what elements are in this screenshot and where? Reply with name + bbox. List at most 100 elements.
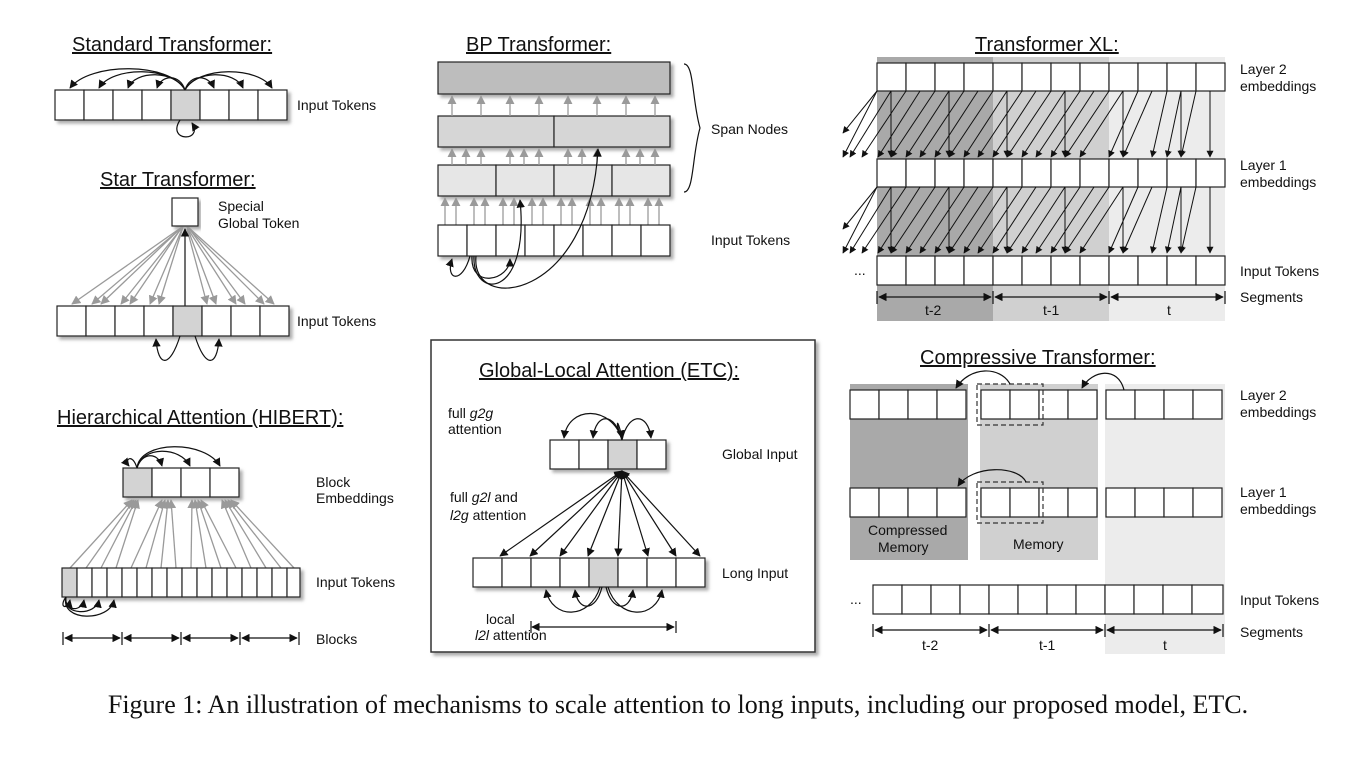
star-global-token <box>171 197 199 227</box>
etc-g2l-and: and <box>490 489 517 505</box>
hibert-block-spans <box>62 632 300 645</box>
panel-standard-transformer: Standard Transformer: Input Tokens <box>54 34 376 138</box>
etc-g2g-full: full <box>448 405 470 421</box>
hibert-blocks-label: Blocks <box>316 631 357 647</box>
panel-bp-transformer: BP Transformer: <box>437 34 790 289</box>
xl-tokens-label: Input Tokens <box>1240 263 1319 279</box>
etc-l2l-label-b: l2l attention <box>475 627 547 643</box>
panel-hibert: Hierarchical Attention (HIBERT): <box>57 407 395 647</box>
hibert-block-label-1: Block <box>316 474 351 490</box>
compressive-layer1-label-1: Layer 1 <box>1240 484 1287 500</box>
hibert-token-row <box>61 567 301 598</box>
xl-layer1-row <box>876 158 1226 188</box>
xl-layer1-attention <box>842 186 1214 254</box>
bp-span-label: Span Nodes <box>711 121 788 137</box>
star-global-label-1: Special <box>218 198 264 214</box>
compressive-layer1-label-2: embeddings <box>1240 501 1316 517</box>
compressive-layer2-label-1: Layer 2 <box>1240 387 1287 403</box>
star-global-arrows <box>71 226 275 306</box>
figure-caption: Figure 1: An illustration of mechanisms … <box>107 690 1249 719</box>
bp-span-level-2 <box>437 115 671 148</box>
etc-long-row <box>472 557 706 588</box>
bp-token-row <box>437 224 671 257</box>
compressive-seg-t1: t-1 <box>1039 637 1056 653</box>
hibert-block-arcs <box>120 446 221 469</box>
xl-layer2-label-2: embeddings <box>1240 78 1316 94</box>
star-title: Star Transformer: <box>100 169 256 191</box>
xl-input-row <box>876 255 1226 286</box>
hibert-tokens-label: Input Tokens <box>316 574 395 590</box>
bp-tokens-label: Input Tokens <box>711 232 790 248</box>
etc-long-label: Long Input <box>722 565 788 581</box>
compressive-segments-label: Segments <box>1240 624 1303 640</box>
etc-global-row <box>549 439 667 470</box>
etc-title: Global-Local Attention (ETC): <box>479 360 739 382</box>
standard-tokens-label: Input Tokens <box>297 97 376 113</box>
etc-g2g-arcs <box>560 413 655 441</box>
bp-attention-arcs <box>445 148 602 289</box>
panel-transformer-xl: Transformer XL: <box>842 34 1319 321</box>
bp-span-brace <box>683 63 701 193</box>
panel-star-transformer: Star Transformer: Special Global Token <box>56 169 376 361</box>
xl-layer2-row <box>876 62 1226 92</box>
hibert-block-label-2: Embeddings <box>316 490 394 506</box>
hibert-title: Hierarchical Attention (HIBERT): <box>57 407 343 429</box>
bp-span-root <box>437 61 671 95</box>
compressive-layer2-row <box>849 389 1223 420</box>
standard-title: Standard Transformer: <box>72 34 272 56</box>
compressive-seg-t2: t-2 <box>922 637 939 653</box>
etc-l2l-arcs <box>543 586 665 613</box>
compressive-layer2-label-2: embeddings <box>1240 404 1316 420</box>
xl-seg-t1: t-1 <box>1043 302 1060 318</box>
etc-g2l-full: full <box>450 489 472 505</box>
etc-l2g-term: l2g <box>450 507 469 523</box>
etc-g2l-label-b: l2g attention <box>450 507 526 523</box>
compressive-layer1-row <box>849 487 1223 518</box>
etc-l2l-attention: attention <box>489 627 547 643</box>
star-local-arc-left <box>152 335 181 361</box>
star-global-label-2: Global Token <box>218 215 299 231</box>
compressive-seg-t: t <box>1163 637 1167 653</box>
xl-segments-label: Segments <box>1240 289 1303 305</box>
bp-title: BP Transformer: <box>466 34 611 56</box>
hibert-up-arrows <box>69 499 295 569</box>
etc-l2l-term: l2l <box>475 627 490 643</box>
xl-seg-t2: t-2 <box>925 302 942 318</box>
compressive-tokens-label: Input Tokens <box>1240 592 1319 608</box>
bp-up-arrows <box>440 95 664 225</box>
etc-g2l-label-a: full g2l and <box>450 489 518 505</box>
panel-compressive-transformer: Compressive Transformer: <box>849 347 1319 654</box>
xl-layer1-label-2: embeddings <box>1240 174 1316 190</box>
xl-title: Transformer XL: <box>975 34 1119 56</box>
xl-seg-t: t <box>1167 302 1171 318</box>
star-local-arc-right <box>194 335 223 361</box>
etc-global-long-arrows <box>499 470 701 557</box>
compressed-memory-label-1: Compressed <box>868 522 947 538</box>
xl-segment-spans <box>876 291 1226 304</box>
etc-g2g-label-b: attention <box>448 421 502 437</box>
etc-l2g-attention: attention <box>469 507 527 523</box>
xl-layer2-label-1: Layer 2 <box>1240 61 1287 77</box>
star-token-row <box>56 305 290 337</box>
etc-g2g-label-a: full g2g <box>448 405 493 421</box>
etc-global-label: Global Input <box>722 446 798 462</box>
standard-token-row <box>54 89 288 121</box>
etc-g2l-term: g2l <box>472 489 492 505</box>
xl-layer1-label-1: Layer 1 <box>1240 157 1287 173</box>
xl-layer2-attention <box>842 90 1214 158</box>
compressed-memory-label-2: Memory <box>878 539 929 555</box>
compressive-segment-spans <box>872 624 1224 637</box>
etc-l2l-label-a: local <box>486 611 515 627</box>
hibert-local-arcs <box>62 596 117 617</box>
compressive-input-row <box>872 584 1224 615</box>
standard-attention-arcs <box>69 68 273 138</box>
memory-arrow-l2 <box>1081 372 1125 391</box>
etc-g2g-term: g2g <box>470 405 494 421</box>
star-tokens-label: Input Tokens <box>297 313 376 329</box>
compress-window-l1 <box>976 481 1044 524</box>
memory-label: Memory <box>1013 536 1064 552</box>
xl-ellipsis: ... <box>854 262 866 278</box>
compressive-ellipsis: ... <box>850 591 862 607</box>
compressive-title: Compressive Transformer: <box>920 347 1156 369</box>
hibert-block-row <box>122 467 240 498</box>
